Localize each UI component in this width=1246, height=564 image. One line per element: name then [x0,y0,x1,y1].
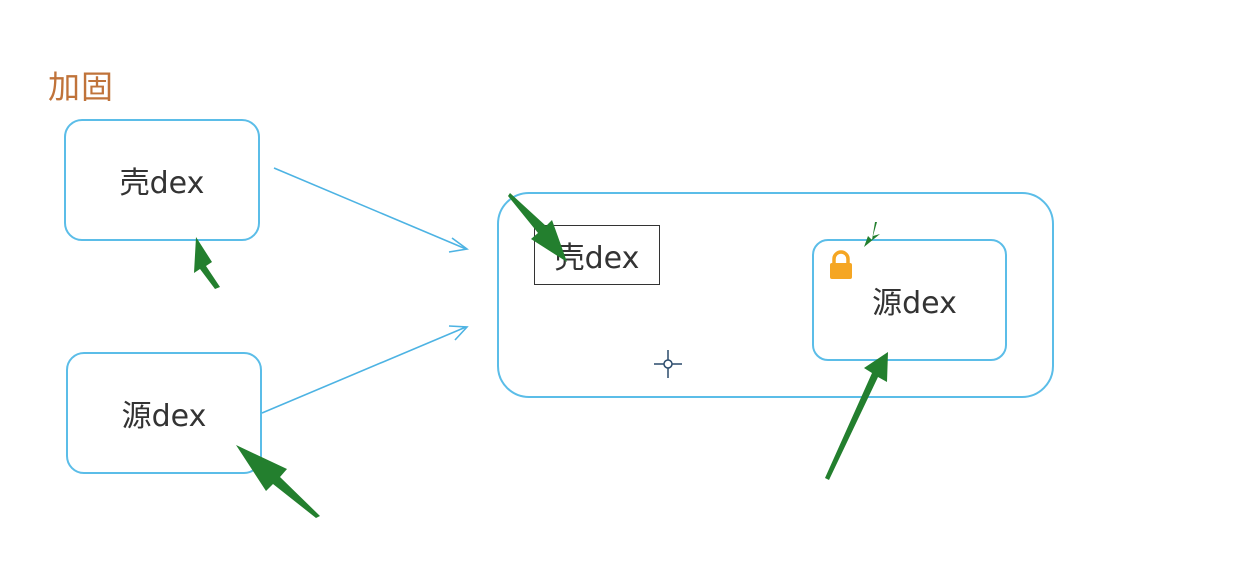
inner-shell-dex-label: 壳dex [554,241,640,276]
annotation-arrow-shell-dex [194,237,220,289]
diagram-title: 加固 [48,68,115,106]
inner-source-dex-label: 源dex [872,286,957,321]
source-to-container-arrow [261,325,469,414]
shell-dex-box: 壳dex [64,119,260,241]
source-dex-box: 源dex [66,352,262,474]
crosshair-cursor-icon [652,348,684,380]
inner-shell-dex-box: 壳dex [534,225,660,285]
shell-to-container-arrow [273,167,470,253]
lock-icon [818,245,864,285]
source-dex-label: 源dex [121,399,207,434]
hardened-apk-container [497,192,1054,398]
inner-source-dex-box: 源dex [812,239,1007,361]
shell-dex-label: 壳dex [119,166,205,201]
